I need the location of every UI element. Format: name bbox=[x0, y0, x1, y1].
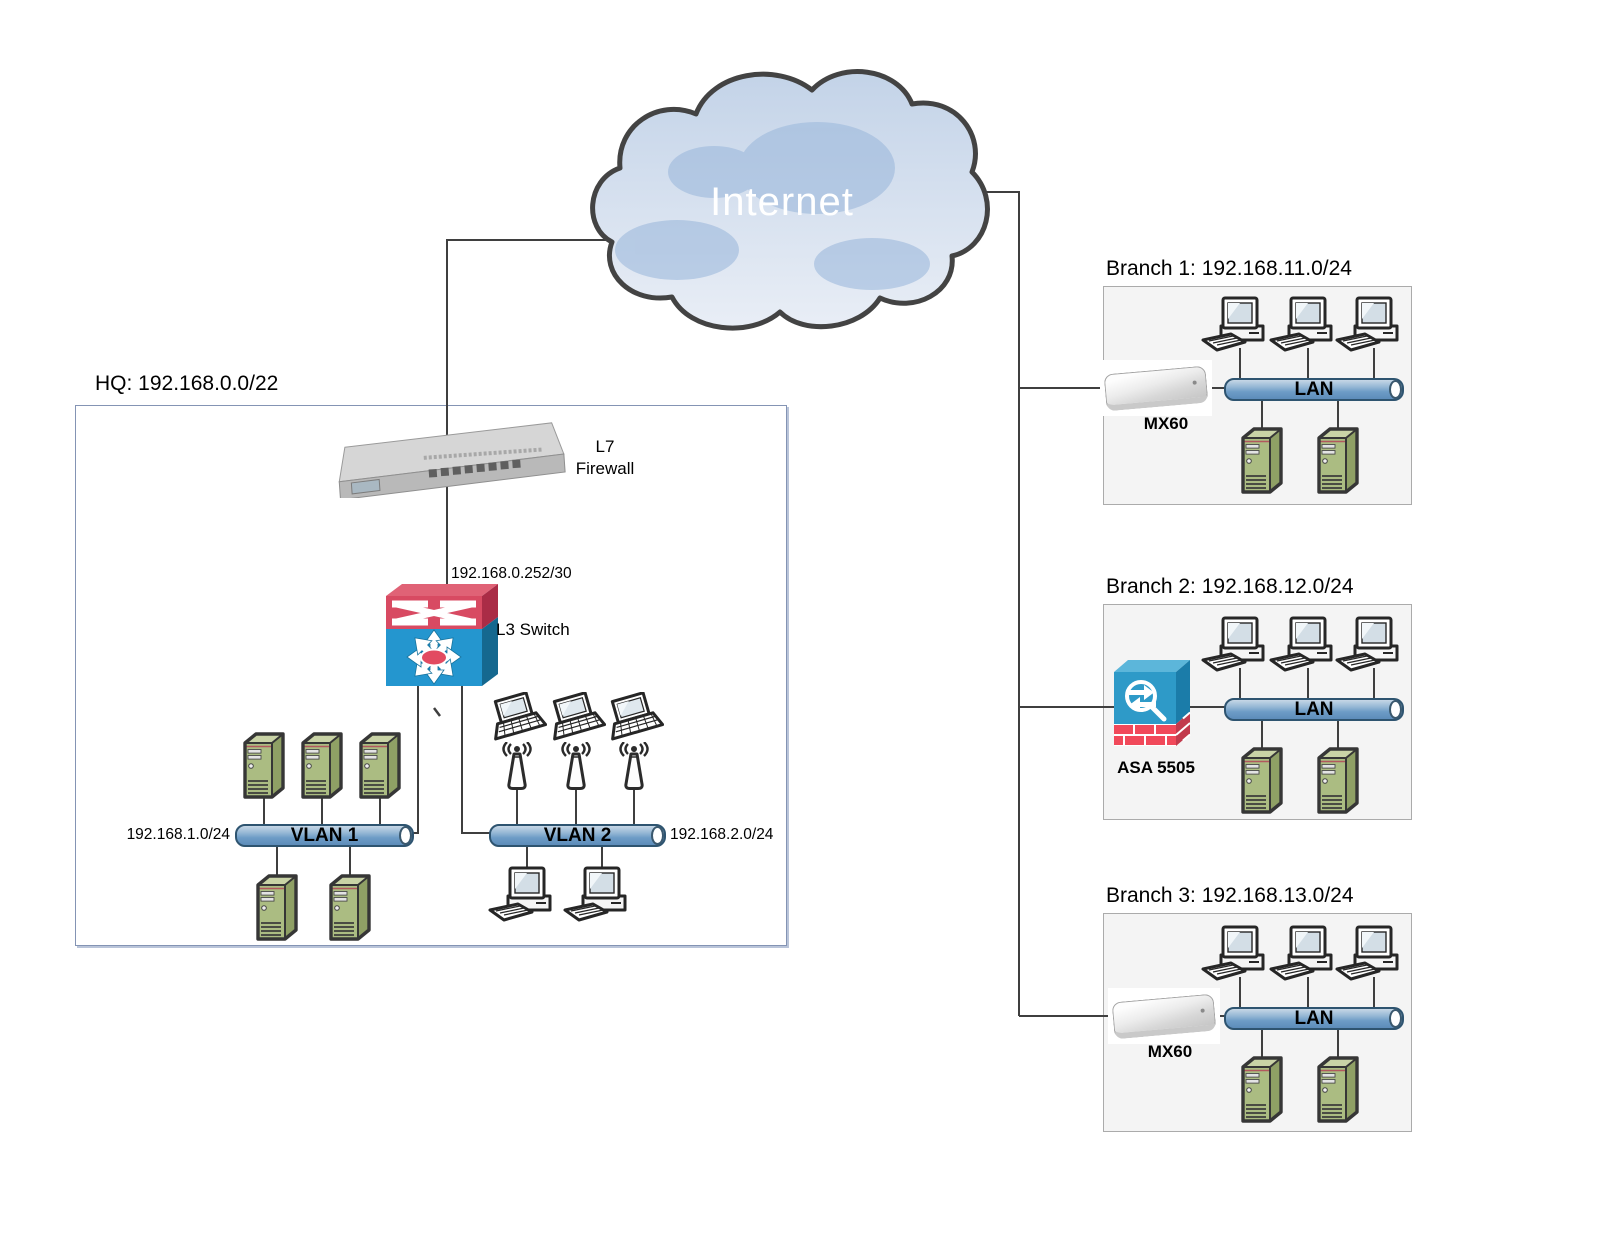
server-icon bbox=[298, 732, 346, 800]
vlan2-subnet: 192.168.2.0/24 bbox=[670, 826, 774, 843]
desktop-icon bbox=[488, 866, 552, 924]
vlan2-pipe-endcap bbox=[651, 826, 664, 845]
branch3-device-label: MX60 bbox=[1147, 1042, 1193, 1061]
desktop-icon bbox=[1335, 296, 1399, 354]
internet-cloud: Internet bbox=[572, 52, 992, 352]
switch-label: L3 Switch bbox=[496, 620, 570, 639]
vlan1-pipe-endcap bbox=[399, 826, 412, 845]
vlan1-pipe: VLAN 1 bbox=[235, 824, 414, 847]
branch2-lan-label: LAN bbox=[1294, 699, 1334, 720]
branch1-lan-pipe: LAN bbox=[1224, 378, 1404, 401]
cloud-icon bbox=[590, 69, 990, 331]
branch3-lan-pipe: LAN bbox=[1224, 1007, 1404, 1030]
vlan1-label: VLAN 1 bbox=[290, 825, 359, 846]
server-icon bbox=[356, 732, 404, 800]
branch3-lan-endcap bbox=[1389, 1009, 1402, 1028]
server-icon bbox=[1238, 427, 1286, 495]
branch1-lan-label: LAN bbox=[1294, 379, 1334, 400]
firewall-label: L7 Firewall bbox=[555, 436, 655, 480]
desktop-icon bbox=[1269, 925, 1333, 983]
access-point-icon bbox=[499, 741, 535, 794]
server-icon bbox=[1314, 747, 1362, 815]
desktop-icon bbox=[563, 866, 627, 924]
server-icon bbox=[326, 874, 374, 942]
server-icon bbox=[1238, 1056, 1286, 1124]
asa5505-icon bbox=[1114, 658, 1192, 748]
desktop-icon bbox=[1201, 616, 1265, 674]
desktop-icon bbox=[1335, 616, 1399, 674]
branch2-lan-pipe: LAN bbox=[1224, 698, 1404, 721]
branch2-lan-endcap bbox=[1389, 700, 1402, 719]
server-icon bbox=[1314, 1056, 1362, 1124]
branch1-title: Branch 1: 192.168.11.0/24 bbox=[1106, 257, 1352, 280]
vlan1-subnet: 192.168.1.0/24 bbox=[126, 826, 230, 843]
vlan2-label: VLAN 2 bbox=[543, 825, 612, 846]
server-icon bbox=[253, 874, 301, 942]
l3-switch-icon bbox=[386, 584, 500, 688]
branch3-title: Branch 3: 192.168.13.0/24 bbox=[1106, 884, 1354, 907]
laptop-icon bbox=[548, 691, 607, 746]
branch1-device-label: MX60 bbox=[1143, 414, 1189, 433]
desktop-icon bbox=[1269, 616, 1333, 674]
l7-firewall-icon bbox=[332, 422, 568, 501]
laptop-icon bbox=[489, 691, 548, 746]
hq-title: HQ: 192.168.0.0/22 bbox=[95, 372, 279, 395]
branch2-device-label: ASA 5505 bbox=[1117, 758, 1195, 777]
access-point-icon bbox=[616, 741, 652, 794]
desktop-icon bbox=[1201, 296, 1265, 354]
server-icon bbox=[1314, 427, 1362, 495]
desktop-icon bbox=[1269, 296, 1333, 354]
internet-label: Internet bbox=[710, 180, 854, 224]
desktop-icon bbox=[1201, 925, 1265, 983]
laptop-icon bbox=[606, 691, 665, 746]
branch3-lan-label: LAN bbox=[1294, 1008, 1334, 1029]
mx60-icon bbox=[1100, 360, 1212, 416]
switch-uplink-ip: 192.168.0.252/30 bbox=[451, 565, 572, 582]
firewall-label-line1: L7 bbox=[595, 437, 615, 456]
branch1-lan-endcap bbox=[1389, 380, 1402, 399]
firewall-label-line2: Firewall bbox=[575, 459, 635, 478]
mx60-icon bbox=[1108, 988, 1220, 1044]
server-icon bbox=[1238, 747, 1286, 815]
branch2-title: Branch 2: 192.168.12.0/24 bbox=[1106, 575, 1354, 598]
access-point-icon bbox=[558, 741, 594, 794]
desktop-icon bbox=[1335, 925, 1399, 983]
vlan2-pipe: VLAN 2 bbox=[489, 824, 666, 847]
server-icon bbox=[240, 732, 288, 800]
